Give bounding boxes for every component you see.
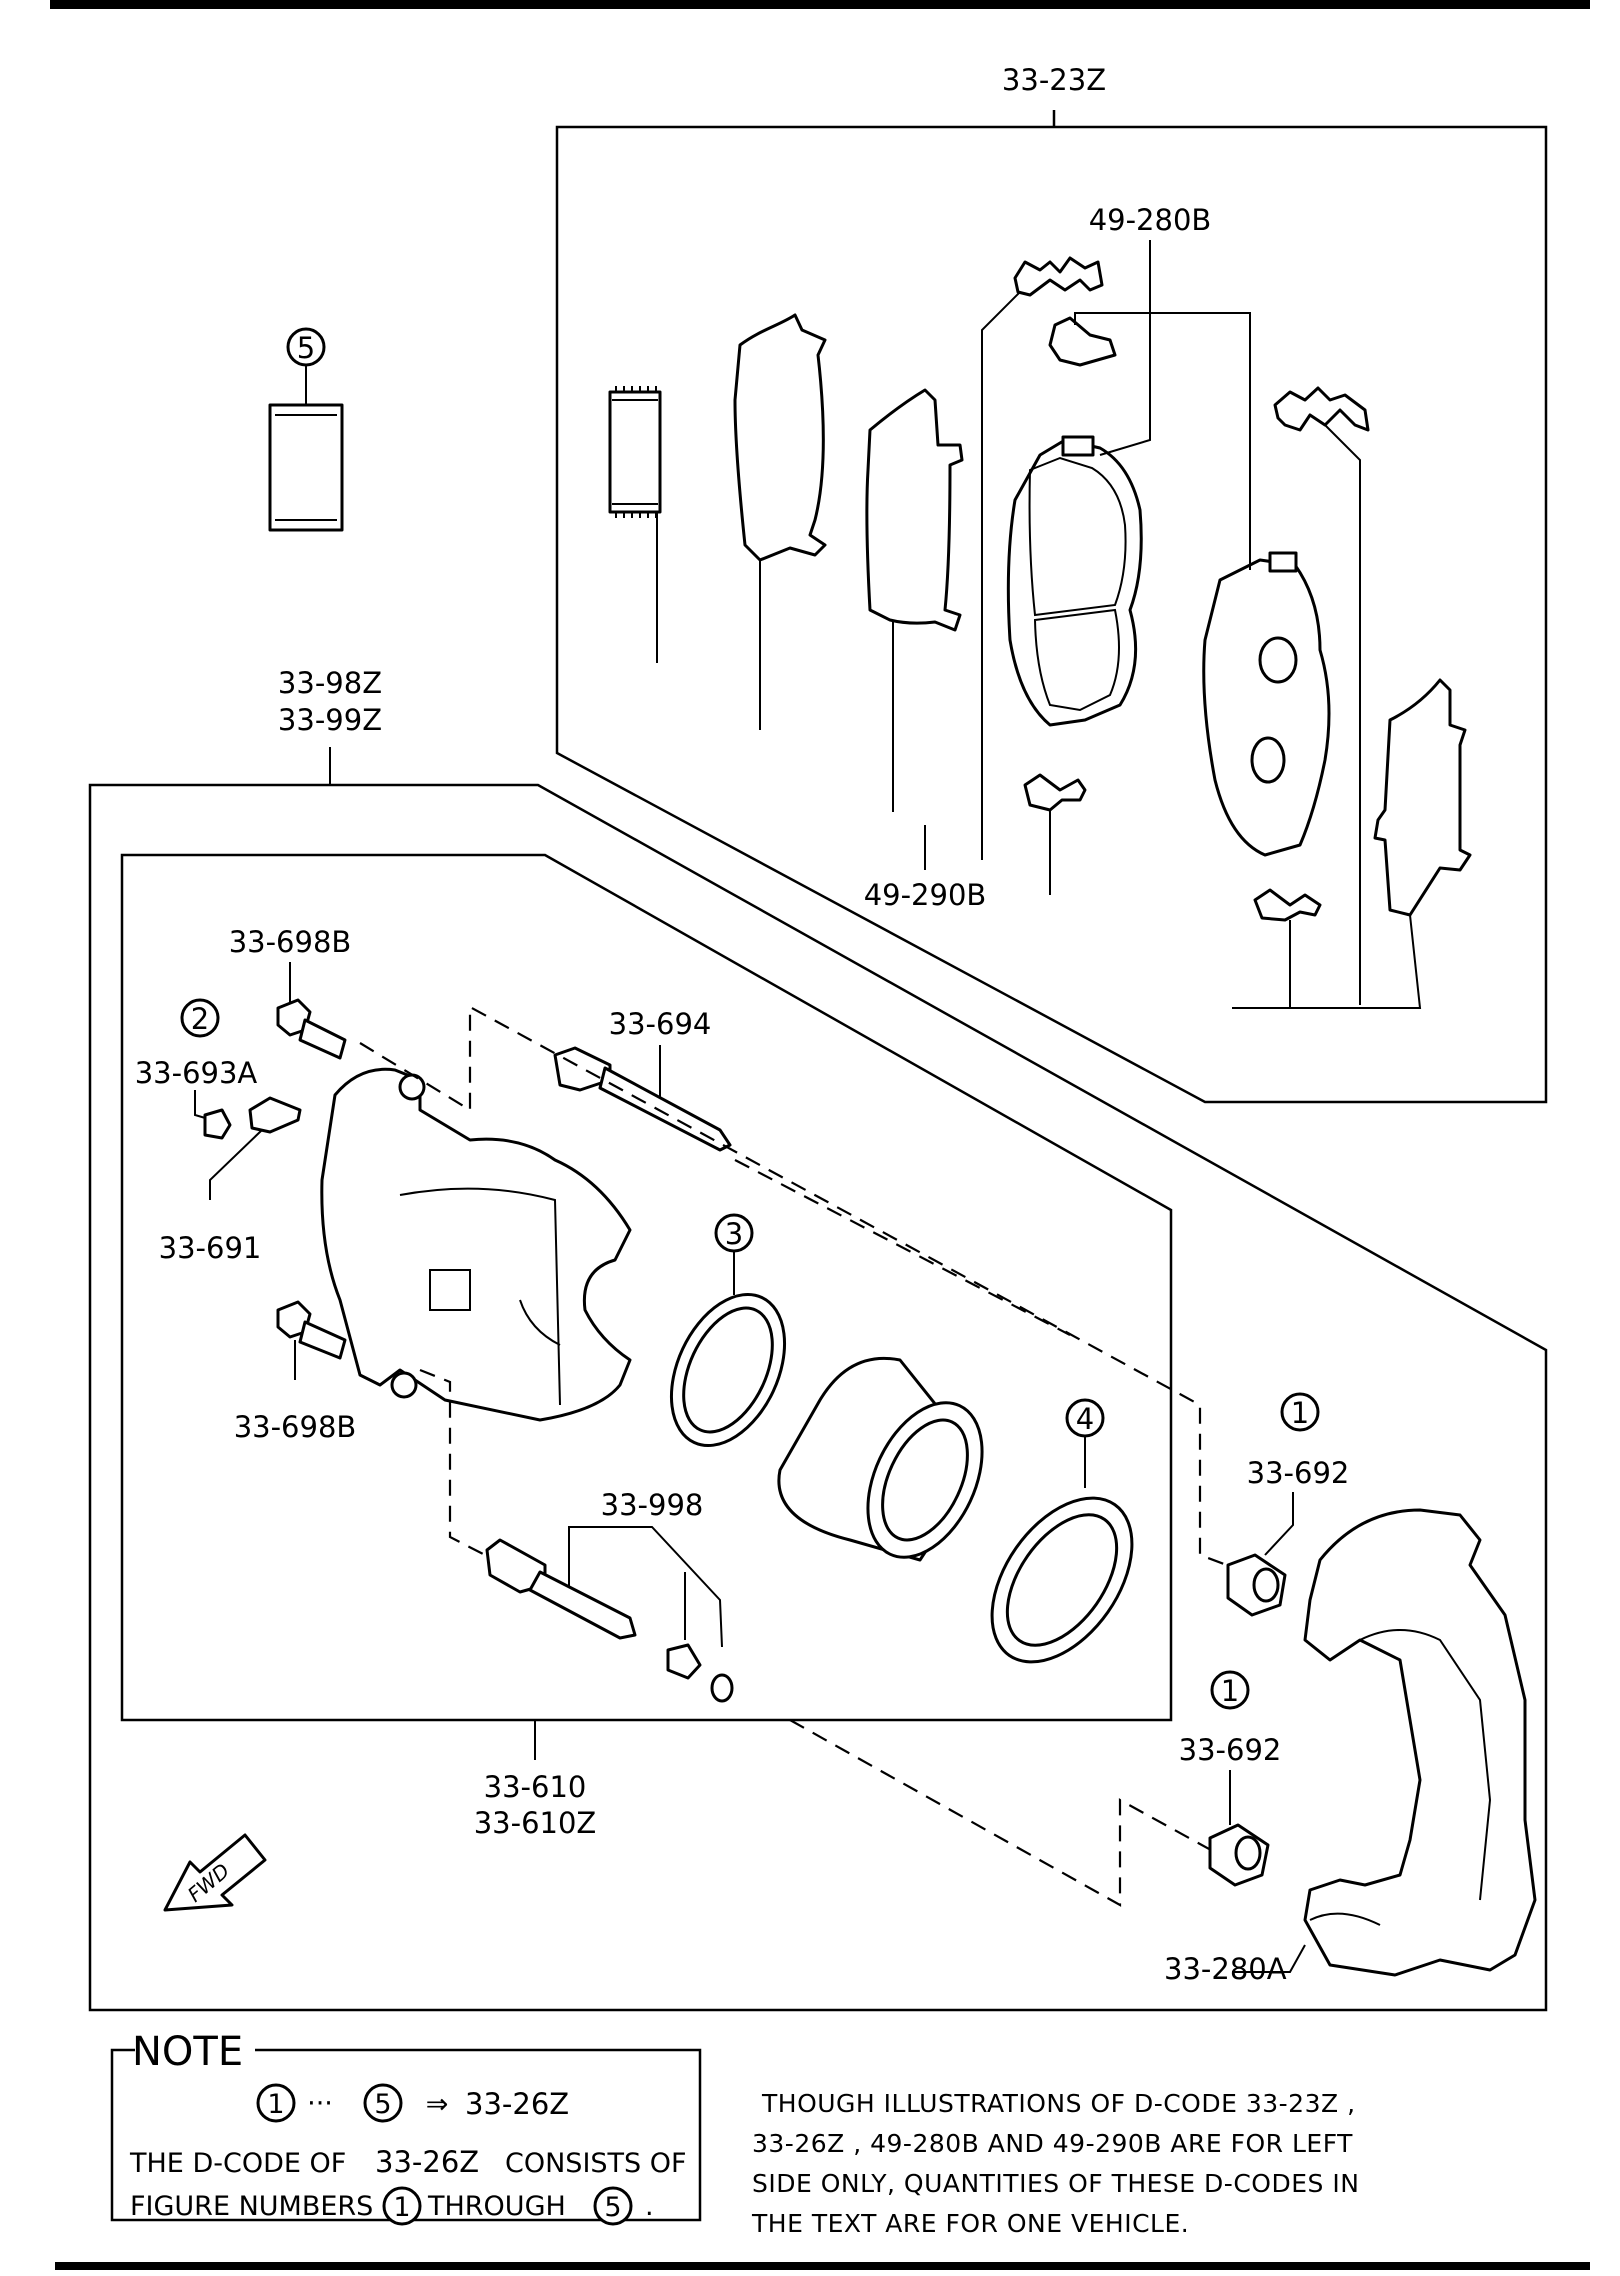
label-caliper-2: 33-99Z	[278, 703, 382, 737]
label-caliper-assy: 33-610	[484, 1770, 587, 1804]
label-bolt-bottom: 33-698B	[234, 1410, 357, 1444]
note-line3-a: FIGURE NUMBERS	[130, 2191, 373, 2222]
disclaimer-line-4: THE TEXT ARE FOR ONE VEHICLE.	[751, 2209, 1189, 2238]
piston	[777, 1356, 984, 1562]
note-arrow: ⇒	[426, 2089, 449, 2120]
outer-pad-shim	[1373, 678, 1472, 917]
bottom-rule	[55, 2262, 1590, 2270]
leaders-49-290B: 49-290B	[656, 512, 987, 912]
note-line2-b: CONSISTS OF	[505, 2148, 687, 2179]
figure-number-4: 4	[1076, 1402, 1094, 1436]
note-code-2: 33-26Z	[375, 2145, 479, 2179]
caliper-panel: 33-98Z 33-99Z	[88, 666, 1548, 2012]
label-guide-pin: 33-694	[609, 1007, 712, 1041]
note-code-1: 33-26Z	[465, 2087, 569, 2121]
pad-kit-panel: 33-23Z	[555, 63, 1548, 1104]
top-rule	[50, 0, 1590, 9]
note-line2-a: THE D-CODE OF	[129, 2148, 346, 2179]
disclaimer-text: THOUGH ILLUSTRATIONS OF D-CODE 33-23Z , …	[751, 2089, 1359, 2238]
bleeder-screw: 33-691	[159, 1096, 302, 1265]
figure-2: 2 33-693A	[135, 998, 258, 1140]
note-line3-end: .	[645, 2191, 654, 2222]
mounting-support: 33-280A	[1164, 1508, 1537, 1986]
figure-number-2: 2	[191, 1002, 209, 1036]
pad-shim-inner	[733, 313, 827, 562]
label-bolt-top: 33-698B	[229, 925, 352, 959]
disclaimer-line-1: THOUGH ILLUSTRATIONS OF D-CODE 33-23Z ,	[761, 2089, 1356, 2118]
leaders-49-280B: 49-280B	[981, 203, 1422, 1009]
figure-number-1-upper: 1	[1291, 1396, 1309, 1430]
label-mounting-support: 33-280A	[1164, 1952, 1287, 1986]
outer-brake-pad	[1202, 551, 1331, 857]
anti-squeal-shim	[608, 386, 662, 518]
figure-number-5: 5	[297, 331, 315, 365]
upper-bolt: 33-698B	[229, 925, 352, 1060]
upper-bushing: 1 33-692	[1226, 1392, 1350, 1617]
note-line3-b: THROUGH	[427, 2191, 566, 2222]
lower-bolt: 33-698B	[234, 1300, 357, 1444]
note-line3-circle-1: 1	[393, 2192, 410, 2223]
pad-shim-outer	[865, 388, 964, 632]
disclaimer-line-2: 33-26Z , 49-280B AND 49-290B ARE FOR LEF…	[752, 2129, 1353, 2158]
figure-number-1-lower: 1	[1221, 1674, 1239, 1708]
note-line3-circle-5: 5	[604, 2192, 621, 2223]
note-circle-5: 5	[374, 2089, 391, 2120]
piston-seal: 3	[669, 1213, 787, 1448]
label-bleeder: 33-691	[159, 1231, 262, 1265]
label-pad-kit: 33-23Z	[1002, 63, 1106, 97]
dashed-connectors	[359, 1005, 1241, 1907]
figure-number-3: 3	[725, 1217, 743, 1251]
label-caliper: 33-98Z	[278, 666, 382, 700]
caliper-body	[320, 1067, 632, 1422]
note-title: NOTE	[132, 2029, 243, 2075]
lower-bushing: 1 33-692	[1179, 1670, 1282, 1887]
guide-pin: 33-694	[553, 1007, 732, 1152]
figure-5-shim: 5	[268, 327, 344, 532]
label-cap: 33-693A	[135, 1056, 258, 1090]
note-box: NOTE 1 ··· 5 ⇒ 33-26Z THE D-CODE OF 33-2…	[110, 2029, 702, 2226]
note-circle-1: 1	[267, 2089, 284, 2120]
forward-arrow: FWD	[163, 1833, 267, 1912]
disclaimer-line-3: SIDE ONLY, QUANTITIES OF THESE D-CODES I…	[752, 2169, 1359, 2198]
label-shim-kit: 49-280B	[1089, 203, 1212, 237]
label-caliper-assy-2: 33-610Z	[474, 1806, 597, 1840]
label-boot-upper: 33-692	[1247, 1456, 1350, 1490]
pin-kit: 33-998	[485, 1488, 734, 1703]
pad-clips	[1013, 256, 1370, 922]
label-pin-kit: 33-998	[601, 1488, 704, 1522]
caliper-assy-box: 33-610 33-610Z	[120, 853, 1173, 1840]
note-dots: ···	[307, 2088, 333, 2119]
label-shim-kit-2: 49-290B	[864, 878, 987, 912]
label-boot-lower: 33-692	[1179, 1733, 1282, 1767]
dust-boot: 4	[990, 1398, 1134, 1664]
inner-brake-pad	[1006, 435, 1143, 727]
